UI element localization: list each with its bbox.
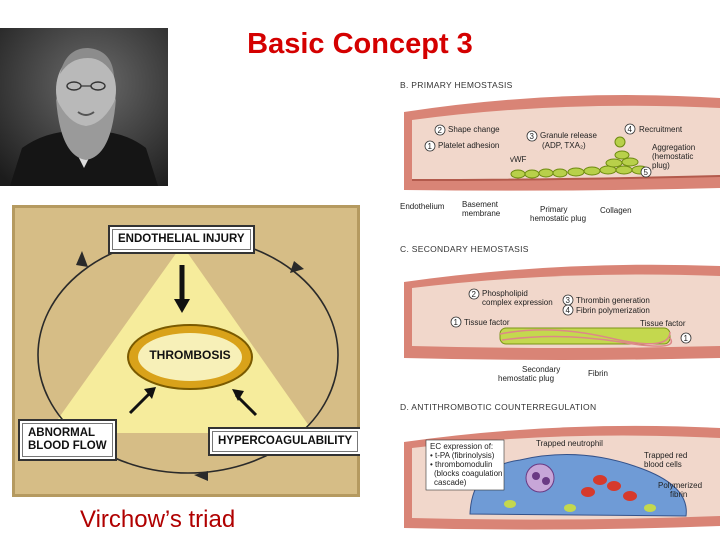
svg-text:cascade): cascade)	[434, 478, 467, 487]
svg-text:(ADP, TXA₂): (ADP, TXA₂)	[542, 141, 586, 150]
svg-text:vWF: vWF	[510, 155, 527, 164]
svg-text:Secondary: Secondary	[522, 365, 560, 374]
slide-title: Basic Concept 3	[247, 28, 473, 60]
svg-text:Tissue factor: Tissue factor	[464, 318, 510, 327]
svg-text:plug): plug)	[652, 161, 670, 170]
svg-text:fibrin: fibrin	[670, 490, 687, 499]
figure-caption: Virchow’s triad	[80, 506, 236, 533]
svg-text:3: 3	[566, 296, 571, 305]
svg-text:complex expression: complex expression	[482, 298, 553, 307]
hemostasis-diagram: B. PRIMARY HEMOSTASIS 2 Shape change 3 G…	[390, 76, 720, 540]
svg-text:Collagen: Collagen	[600, 206, 632, 215]
svg-text:Polymerized: Polymerized	[658, 481, 702, 490]
svg-text:Recruitment: Recruitment	[639, 125, 683, 134]
svg-text:Platelet adhesion: Platelet adhesion	[438, 141, 499, 150]
svg-text:Fibrin: Fibrin	[588, 369, 608, 378]
virchow-triad-diagram: ENDOTHELIAL INJURY THROMBOSIS ABNORMAL B…	[12, 205, 360, 497]
svg-text:Shape change: Shape change	[448, 125, 500, 134]
svg-text:EC expression of:: EC expression of:	[430, 442, 493, 451]
svg-text:1: 1	[454, 318, 459, 327]
svg-text:(hemostatic: (hemostatic	[652, 152, 693, 161]
svg-text:3: 3	[530, 132, 535, 141]
svg-text:Tissue factor: Tissue factor	[640, 319, 686, 328]
svg-text:• t-PA (fibrinolysis): • t-PA (fibrinolysis)	[430, 451, 495, 460]
svg-text:4: 4	[566, 306, 571, 315]
svg-text:hemostatic plug: hemostatic plug	[530, 214, 586, 223]
panel-d-heading: D. ANTITHROMBOTIC COUNTERREGULATION	[400, 402, 596, 412]
svg-text:Trapped red: Trapped red	[644, 451, 687, 460]
svg-text:Basement: Basement	[462, 200, 499, 209]
svg-text:Fibrin polymerization: Fibrin polymerization	[576, 306, 650, 315]
svg-text:Granule release: Granule release	[540, 131, 597, 140]
fibrin-mesh-c	[499, 327, 673, 347]
hypercoagulability-label: HYPERCOAGULABILITY	[208, 427, 360, 456]
svg-text:blood cells: blood cells	[644, 460, 682, 469]
thrombosis-label: THROMBOSIS	[149, 348, 231, 362]
svg-text:• thrombomodulin: • thrombomodulin	[430, 460, 492, 469]
abnormal-blood-flow-label: ABNORMAL BLOOD FLOW	[18, 419, 117, 461]
platelet-cluster-b	[510, 136, 649, 179]
svg-text:2: 2	[438, 126, 443, 135]
svg-text:2: 2	[472, 290, 477, 299]
svg-text:Primary: Primary	[540, 205, 568, 214]
svg-text:1: 1	[428, 142, 433, 151]
svg-text:Thrombin generation: Thrombin generation	[576, 296, 650, 305]
portrait-photo	[0, 28, 168, 186]
svg-text:hemostatic plug: hemostatic plug	[498, 374, 554, 383]
svg-text:5: 5	[644, 168, 649, 177]
thrombus-d	[469, 454, 687, 517]
endothelial-injury-label: ENDOTHELIAL INJURY	[108, 225, 255, 254]
svg-text:1: 1	[684, 334, 689, 343]
panel-c-heading: C. SECONDARY HEMOSTASIS	[400, 244, 529, 254]
svg-text:Endothelium: Endothelium	[400, 202, 445, 211]
svg-text:Phospholipid: Phospholipid	[482, 289, 528, 298]
svg-text:Aggregation: Aggregation	[652, 143, 695, 152]
svg-text:Trapped neutrophil: Trapped neutrophil	[536, 439, 603, 448]
svg-text:4: 4	[628, 125, 633, 134]
panel-b-heading: B. PRIMARY HEMOSTASIS	[400, 80, 513, 90]
svg-text:(blocks coagulation: (blocks coagulation	[434, 469, 502, 478]
svg-text:membrane: membrane	[462, 209, 501, 218]
